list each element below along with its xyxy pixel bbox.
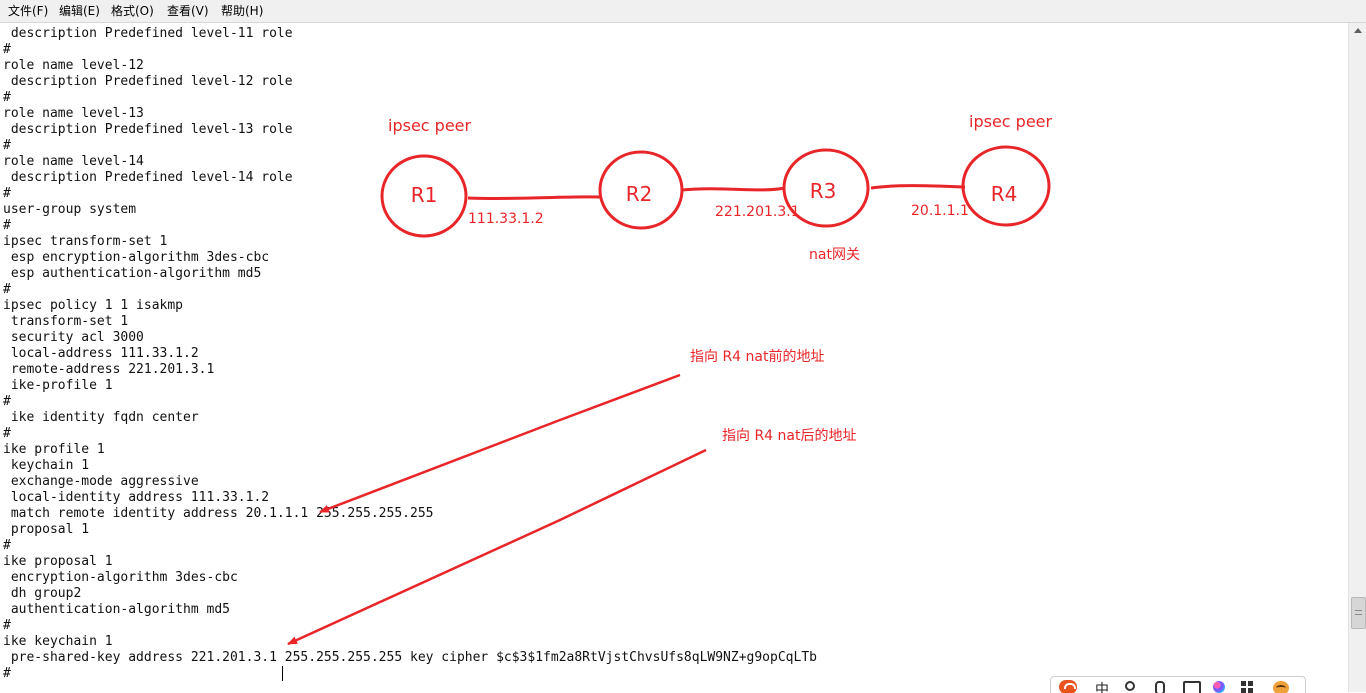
code-line: # xyxy=(3,138,11,153)
scroll-thumb[interactable] xyxy=(1351,597,1366,629)
ime-mode-toggle[interactable]: 中 xyxy=(1095,682,1109,693)
code-line: # xyxy=(3,666,11,681)
code-line: # xyxy=(3,42,11,57)
code-line: remote-address 221.201.3.1 xyxy=(3,362,215,377)
code-line: description Predefined level-12 role xyxy=(3,74,293,89)
keyboard-icon[interactable] xyxy=(1183,681,1201,693)
code-line: keychain 1 xyxy=(3,458,90,473)
code-line: ike profile 1 xyxy=(3,442,105,457)
code-line: # xyxy=(3,538,11,553)
code-line: ipsec transform-set 1 xyxy=(3,234,168,249)
code-line: user-group system xyxy=(3,202,137,217)
code-line: # xyxy=(3,618,11,633)
code-line: description Predefined level-13 role xyxy=(3,122,293,137)
code-line: local-identity address 111.33.1.2 xyxy=(3,490,270,505)
code-line: encryption-algorithm 3des-cbc xyxy=(3,570,238,585)
text-editor[interactable]: description Predefined level-11 role#rol… xyxy=(0,23,1348,692)
code-line: exchange-mode aggressive xyxy=(3,474,199,489)
code-line: ipsec policy 1 1 isakmp xyxy=(3,298,184,313)
vertical-scrollbar[interactable] xyxy=(1348,23,1366,692)
code-line: # xyxy=(3,90,11,105)
menu-view[interactable]: 查看(V) xyxy=(167,4,209,18)
code-line: role name level-12 xyxy=(3,58,144,73)
toolbox-icon[interactable] xyxy=(1241,681,1253,693)
code-line: role name level-14 xyxy=(3,154,144,169)
avatar-icon[interactable] xyxy=(1273,681,1289,693)
code-line: ike-profile 1 xyxy=(3,378,113,393)
menu-bar: 文件(F) 编辑(E) 格式(O) 查看(V) 帮助(H) xyxy=(0,0,1366,23)
code-line: dh group2 xyxy=(3,586,82,601)
code-line: # xyxy=(3,426,11,441)
code-line: match remote identity address 20.1.1.1 2… xyxy=(3,506,434,521)
microphone-icon[interactable] xyxy=(1155,681,1165,693)
code-line: # xyxy=(3,394,11,409)
ime-toolbar[interactable]: 中 xyxy=(1050,676,1306,693)
code-line: ike identity fqdn center xyxy=(3,410,199,425)
text-cursor xyxy=(282,666,283,681)
scroll-up-icon[interactable] xyxy=(1349,23,1366,39)
code-line: # xyxy=(3,282,11,297)
config-text: description Predefined level-11 role#rol… xyxy=(3,26,817,682)
skin-icon[interactable] xyxy=(1213,681,1225,693)
code-line: description Predefined level-14 role xyxy=(3,170,293,185)
code-line: local-address 111.33.1.2 xyxy=(3,346,199,361)
code-line: # xyxy=(3,218,11,233)
code-line: ike keychain 1 xyxy=(3,634,113,649)
menu-help[interactable]: 帮助(H) xyxy=(221,4,264,18)
code-line: role name level-13 xyxy=(3,106,144,121)
code-line: description Predefined level-11 role xyxy=(3,26,293,41)
code-line: ike proposal 1 xyxy=(3,554,113,569)
code-line: security acl 3000 xyxy=(3,330,144,345)
code-line: pre-shared-key address 221.201.3.1 255.2… xyxy=(3,650,817,665)
code-line: proposal 1 xyxy=(3,522,90,537)
menu-format[interactable]: 格式(O) xyxy=(111,4,154,18)
code-line: esp encryption-algorithm 3des-cbc xyxy=(3,250,270,265)
punctuation-icon[interactable] xyxy=(1125,681,1135,691)
code-line: transform-set 1 xyxy=(3,314,129,329)
menu-file[interactable]: 文件(F) xyxy=(8,4,49,18)
code-line: esp authentication-algorithm md5 xyxy=(3,266,262,281)
code-line: authentication-algorithm md5 xyxy=(3,602,230,617)
code-line: # xyxy=(3,186,11,201)
sogou-logo-icon[interactable] xyxy=(1059,680,1077,693)
menu-edit[interactable]: 编辑(E) xyxy=(59,4,100,18)
